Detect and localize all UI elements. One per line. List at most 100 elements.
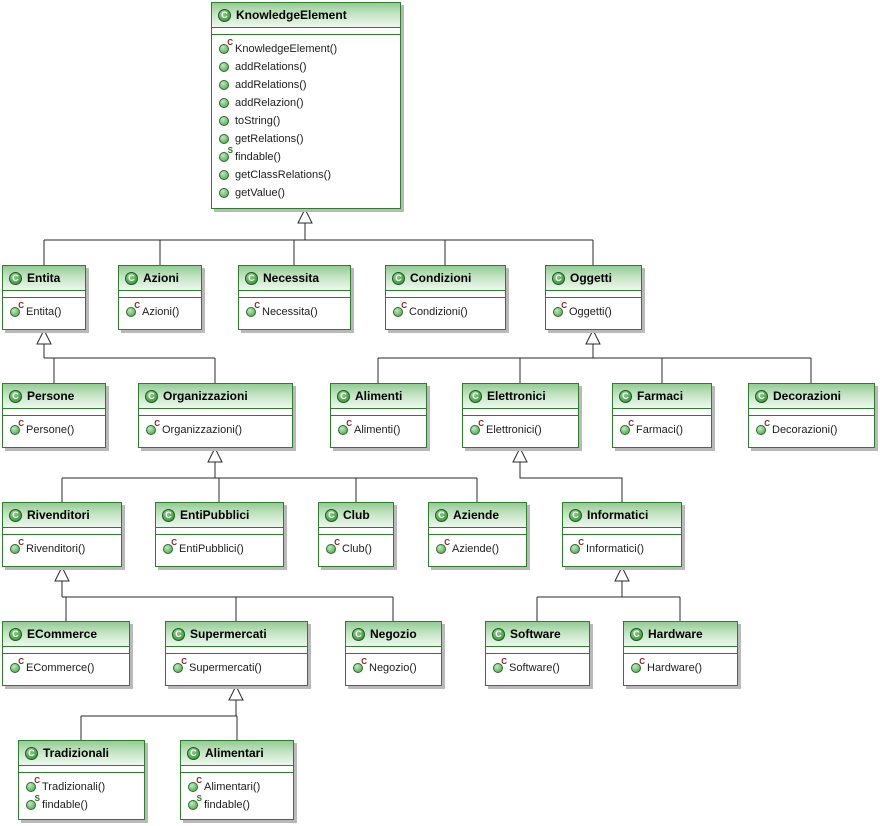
method-row[interactable]: toString() [219, 112, 396, 130]
constructor-method-icon: C [163, 539, 177, 554]
constructor-method-icon: C [493, 658, 507, 673]
method-label: ECommerce() [26, 662, 95, 674]
class-icon: C [172, 627, 185, 641]
public-method-icon [219, 98, 229, 108]
class-header: C Farmaci [613, 384, 711, 409]
class-name: Hardware [648, 627, 703, 641]
class-name: Entita [27, 271, 61, 285]
attributes-compartment [3, 528, 121, 535]
class-header: C Alimenti [331, 384, 426, 409]
method-row[interactable]: addRelazion() [219, 94, 396, 112]
class-name: Farmaci [637, 389, 684, 403]
constructor-method-icon: C [126, 302, 140, 317]
constructor-method-icon: C [219, 39, 233, 54]
method-row[interactable]: getClassRelations() [219, 166, 396, 184]
attributes-compartment [613, 409, 711, 416]
class-name: Club [343, 508, 370, 522]
generalization-arrowhead [585, 328, 601, 345]
method-label: Necessita() [262, 306, 318, 318]
constructor-method-icon: C [10, 302, 24, 317]
attributes-compartment [139, 409, 292, 416]
attributes-compartment [546, 291, 641, 298]
class-icon: C [9, 627, 22, 641]
attributes-compartment [3, 409, 105, 416]
class-icon: C [25, 746, 38, 760]
generalization-arrowhead [297, 207, 313, 224]
method-label: Decorazioni() [772, 424, 838, 436]
constructor-method-icon: C [470, 420, 484, 435]
method-row[interactable]: getValue() [219, 184, 396, 202]
static-method-icon: S [26, 795, 40, 810]
class-name: Rivenditori [27, 508, 90, 522]
attributes-compartment [19, 766, 144, 773]
class-header: C Negozio [346, 622, 441, 647]
constructor-method-icon: C [10, 420, 24, 435]
class-header: C Necessita [239, 266, 350, 291]
method-row[interactable]: getRelations() [219, 130, 396, 148]
method-row[interactable]: addRelations() [219, 58, 396, 76]
method-label: Software() [509, 662, 560, 674]
method-label: Farmaci() [636, 424, 684, 436]
attributes-compartment [386, 291, 505, 298]
attributes-compartment [239, 291, 350, 298]
class-header: C Azioni [119, 266, 201, 291]
class-icon: C [469, 389, 482, 403]
method-row[interactable]: addRelations() [219, 76, 396, 94]
constructor-method-icon: C [188, 777, 202, 792]
